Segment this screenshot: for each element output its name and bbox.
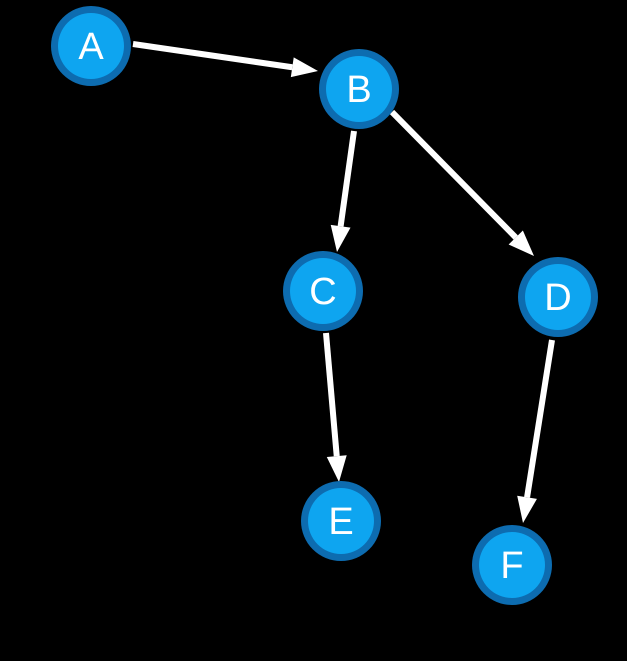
node-label: D <box>544 277 571 319</box>
edge-arrowhead-icon <box>290 57 318 78</box>
graph-edge-d-f <box>517 339 555 523</box>
node-label: F <box>500 545 523 587</box>
edge-line <box>524 339 555 498</box>
node-fill <box>58 13 124 79</box>
edge-arrowhead-icon <box>508 230 534 256</box>
graph-edge-b-d <box>389 109 534 256</box>
node-fill <box>308 488 374 554</box>
graph-node-a[interactable]: A <box>51 6 131 86</box>
node-label: E <box>328 501 353 543</box>
node-fill <box>326 56 392 122</box>
edge-arrowhead-icon <box>326 455 347 482</box>
node-fill <box>479 532 545 598</box>
nodes-layer: A B C D E F <box>51 6 598 605</box>
graph-node-b[interactable]: B <box>319 49 399 129</box>
graph-edge-b-c <box>330 130 357 252</box>
node-label: B <box>346 69 371 111</box>
graph-edge-c-e <box>323 332 347 482</box>
edge-line <box>132 41 293 71</box>
node-fill <box>525 264 591 330</box>
node-fill <box>290 258 356 324</box>
graph-node-e[interactable]: E <box>301 481 381 561</box>
edge-line <box>337 130 357 227</box>
node-label: C <box>309 271 336 313</box>
graph-node-f[interactable]: F <box>472 525 552 605</box>
graph-node-c[interactable]: C <box>283 251 363 331</box>
edge-line <box>323 332 340 457</box>
edge-arrowhead-icon <box>517 495 537 523</box>
edge-arrowhead-icon <box>330 224 351 252</box>
edges-layer <box>132 41 555 523</box>
graph-node-d[interactable]: D <box>518 257 598 337</box>
graph-edge-a-b <box>132 41 318 78</box>
edge-line <box>389 109 518 240</box>
node-label: A <box>78 26 104 68</box>
